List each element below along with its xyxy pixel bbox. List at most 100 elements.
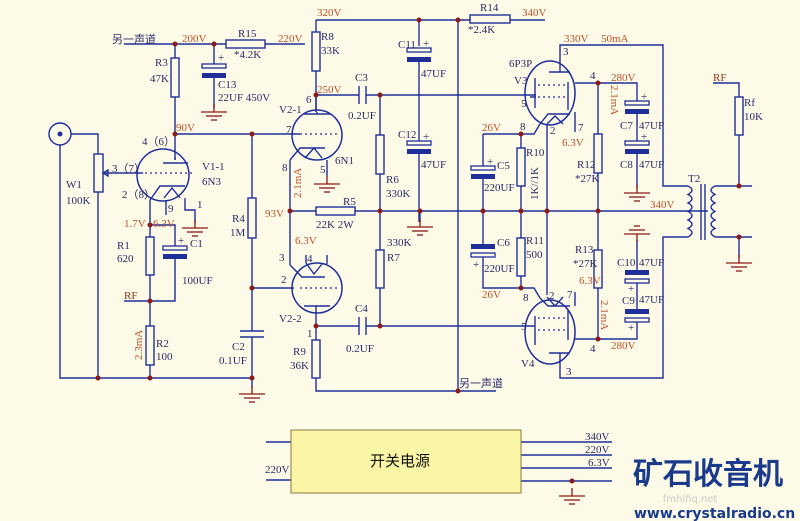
ground-icon	[200, 103, 228, 121]
svg-text:+: +	[218, 52, 224, 64]
voltage-label: 330V	[564, 33, 589, 45]
r7-value: 330K	[387, 237, 412, 249]
pin-label: 9	[168, 203, 174, 215]
v1-type: 6N3	[202, 176, 221, 188]
r3-value: 47K	[150, 73, 169, 85]
voltage-label: 26V	[482, 122, 501, 134]
r8-value: 33K	[321, 45, 340, 57]
v1-ref: V1-1	[202, 161, 225, 173]
c5-ref: C5	[497, 160, 510, 172]
tube-v4	[524, 296, 576, 365]
pin-label: 4（6）	[142, 135, 175, 148]
voltage-label: 280V	[611, 340, 636, 352]
resistor-r13	[593, 249, 603, 289]
ground-icon	[238, 385, 266, 403]
voltage-label: 340V	[522, 7, 547, 19]
svg-text:+: +	[628, 322, 634, 334]
voltage-label: 1.7V	[124, 218, 146, 230]
c4-value: 0.2UF	[346, 343, 374, 355]
pin-label: 1	[197, 199, 203, 211]
svg-text:+: +	[473, 259, 479, 271]
voltage-label: 90V	[176, 122, 195, 134]
voltage-label: 320V	[317, 7, 342, 19]
transformer-t2	[686, 184, 717, 240]
current-label: 2.3mA	[133, 330, 145, 360]
w1-value: 100K	[66, 195, 91, 207]
capacitor-c7: +	[624, 91, 650, 114]
v4-ref: V4	[521, 358, 535, 370]
voltage-label: 6.3V	[562, 137, 584, 149]
r2-ref: R2	[156, 338, 169, 350]
resistor-r12	[593, 133, 603, 174]
rf-value: 10K	[744, 111, 763, 123]
pin-label: 6	[306, 94, 312, 106]
r11-value: 500	[526, 249, 543, 261]
r12-value: *27K	[575, 173, 600, 185]
svg-text:+: +	[628, 283, 634, 295]
r2-value: 100	[156, 351, 173, 363]
labels: 另一声道 另一声道 RF RF T2 200V 220V 320V 340V 9…	[66, 2, 763, 390]
capacitor-c5: +	[470, 156, 496, 179]
potentiometer-w1	[93, 153, 109, 193]
power-output-220v: 220V	[585, 444, 610, 456]
v2-2-ref: V2-2	[279, 313, 302, 325]
c6-ref: C6	[497, 237, 510, 249]
pin-label: 1	[307, 328, 313, 340]
c5-value: 220UF	[484, 182, 515, 194]
c8-ref: C8	[620, 159, 633, 171]
resistor-rf	[734, 96, 744, 136]
c9-ref: C9	[622, 295, 635, 307]
c2-ref: C2	[232, 341, 245, 353]
voltage-label: 26V	[482, 289, 501, 301]
capacitor-c1: +	[162, 235, 188, 259]
voltage-label: 200V	[182, 33, 207, 45]
other-channel-label: 另一声道	[112, 32, 156, 46]
voltage-label: 280V	[611, 72, 636, 84]
r6-value: 330K	[386, 188, 411, 200]
pin-label: 8	[282, 162, 288, 174]
resistor-r11	[516, 237, 526, 277]
ground-icon	[181, 219, 209, 237]
r14-ref: R14	[480, 2, 499, 14]
pin-label: 5	[320, 164, 326, 176]
r13-value: *27K	[573, 258, 598, 270]
resistor-r9	[311, 339, 321, 379]
capacitor-c8: +	[624, 131, 650, 154]
c8-value: 47UF	[639, 159, 664, 171]
c3-ref: C3	[355, 72, 368, 84]
r6-ref: R6	[386, 174, 399, 186]
c1-value: 100UF	[182, 275, 213, 287]
resistor-r1	[145, 236, 155, 276]
capacitor-c4	[358, 317, 367, 335]
v3-type: 6P3P	[509, 58, 532, 70]
resistor-r14	[469, 14, 511, 24]
r14-value: *2.4K	[468, 24, 495, 36]
tube-v2-2	[289, 255, 343, 314]
r10-value: 1K//1K	[529, 167, 541, 200]
power-supply-title: 开关电源	[370, 452, 430, 470]
r1-value: 620	[117, 253, 134, 265]
ground-icon	[558, 487, 586, 505]
rf-label: RF	[124, 290, 137, 302]
capacitors: + + + + + + + + + +	[162, 38, 650, 338]
voltage-label: 340V	[650, 199, 675, 211]
voltage-label: 6.3V	[153, 218, 175, 230]
c7-ref: C7	[620, 120, 633, 132]
c12-value: 47UF	[421, 159, 446, 171]
pin-label: 8	[523, 292, 529, 304]
c9-value: 47UF	[639, 294, 664, 306]
r1-ref: R1	[117, 240, 130, 252]
resistor-r2	[145, 325, 155, 366]
resistor-r3	[170, 57, 180, 98]
capacitor-c3	[358, 86, 367, 104]
pin-label: 3	[566, 366, 572, 378]
pin-label: 2	[550, 125, 556, 137]
c11-ref: C11	[398, 39, 416, 51]
svg-text:+: +	[178, 235, 184, 247]
c10-ref: C10	[617, 257, 636, 269]
c7-value: 47UF	[639, 120, 664, 132]
ground-icon	[623, 225, 651, 243]
capacitor-c9: +	[624, 309, 650, 334]
